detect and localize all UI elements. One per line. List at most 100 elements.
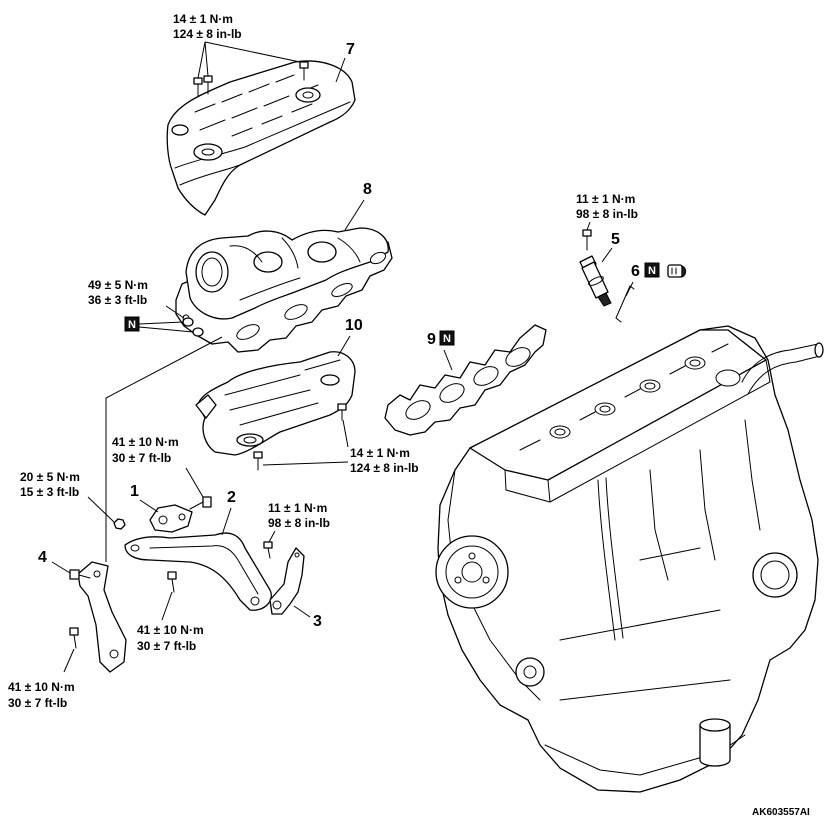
bolt-head	[253, 451, 263, 459]
torque-label-manifold-nuts: 49 ± 5 N·m 36 ± 3 ft-lb	[88, 278, 148, 307]
torque-metric: 41 ± 10 N·m	[137, 623, 204, 637]
idler-pulley	[515, 657, 545, 687]
lubricant-icon-nozzle	[681, 265, 687, 278]
callout-3: 3	[313, 613, 322, 630]
bracket-2-bolt	[167, 571, 177, 593]
heat-protector-boss	[295, 87, 321, 103]
torque-label-lower-protector: 14 ± 1 N·m 124 ± 8 in-lb	[350, 446, 419, 475]
bracket-hole	[109, 649, 119, 659]
leader-callout-5	[601, 247, 613, 263]
torque-metric: 14 ± 1 N·m	[350, 446, 410, 460]
new-part-mark-box	[644, 262, 660, 278]
torque-label-sensor: 11 ± 1 N·m 98 ± 8 in-lb	[576, 192, 638, 221]
new-part-mark-nuts: N	[124, 316, 140, 332]
bolt-head	[202, 496, 212, 508]
bracket-1	[149, 504, 193, 533]
torque-metric: 49 ± 5 N·m	[88, 278, 148, 292]
torque-label-bracket-2-bolt: 41 ± 10 N·m 30 ± 7 ft-lb	[137, 623, 204, 653]
callout-10: 10	[345, 317, 363, 334]
gasket-port	[505, 347, 531, 367]
bolt-head	[337, 403, 347, 411]
idler-pulley-hub	[523, 665, 537, 679]
callout-7: 7	[346, 41, 355, 58]
exhaust-manifold-8	[175, 227, 393, 353]
torque-imperial: 98 ± 8 in-lb	[576, 207, 638, 221]
leader-sensor-bolt	[586, 221, 591, 231]
torque-imperial: 30 ± 7 ft-lb	[8, 696, 67, 710]
callouts: 1 2 3 4 5 6 7 8 9 10	[38, 41, 640, 630]
reference-line	[105, 336, 223, 562]
bracket-fold	[149, 545, 259, 595]
heat-protector-boss-hole	[201, 148, 215, 156]
bracket-hole	[294, 552, 300, 558]
leader-bracket-1-bolt	[185, 467, 204, 498]
heat-protector-ribs	[224, 359, 341, 426]
gasket-port	[439, 383, 465, 403]
new-part-mark-box	[439, 330, 455, 346]
water-pipe	[741, 342, 824, 395]
torque-metric: 11 ± 1 N·m	[576, 192, 635, 206]
bracket-hole	[250, 596, 260, 606]
rear-seal-housing	[752, 552, 798, 598]
manifold-port	[236, 324, 260, 340]
bracket-hole	[178, 513, 186, 521]
torque-imperial: 124 ± 8 in-lb	[173, 27, 242, 41]
leader-lines	[51, 41, 634, 673]
leader-callout-1	[139, 499, 159, 513]
pulley-bolt-hole	[468, 552, 476, 560]
bracket-3-bolt	[263, 541, 273, 559]
lubricant-icon	[667, 264, 687, 278]
bracket-plate	[124, 532, 272, 611]
torque-metric: 41 ± 10 N·m	[8, 680, 75, 694]
new-part-mark-gasket: N	[439, 330, 455, 346]
plug-well-inner	[554, 428, 566, 436]
manifold-outlet-inner	[201, 257, 223, 287]
pipe-wall	[741, 343, 821, 395]
bolt-head	[69, 569, 80, 580]
nut	[182, 317, 194, 327]
new-part-mark-text: N	[128, 319, 136, 331]
oil-filter-body	[699, 724, 731, 767]
heat-protector-boss	[236, 433, 264, 447]
torque-label-lower-bracket-bolt: 41 ± 10 N·m 30 ± 7 ft-lb	[8, 680, 75, 710]
bolt-shaft	[73, 634, 77, 649]
block-ribs	[559, 419, 761, 701]
torque-imperial: 30 ± 7 ft-lb	[112, 451, 171, 465]
heat-protector-7	[166, 60, 356, 216]
pulley-bolt-hole	[454, 576, 462, 584]
callout-1: 1	[130, 483, 139, 500]
plug-well-inner	[599, 405, 611, 413]
torque-metric: 11 ± 1 N·m	[268, 501, 327, 515]
torque-imperial: 98 ± 8 in-lb	[268, 516, 330, 530]
bolt-shaft	[189, 501, 204, 510]
callout-4: 4	[38, 549, 47, 566]
heat-protector-boss	[320, 374, 340, 386]
callout-8: 8	[363, 181, 372, 198]
gasket-port	[473, 366, 499, 386]
bracket-4-bolt	[69, 569, 91, 580]
rear-seal	[760, 560, 790, 590]
bracket-2	[124, 532, 272, 611]
torque-label-top: 14 ± 1 N·m 124 ± 8 in-lb	[173, 12, 242, 41]
heat-protector-shell	[197, 351, 356, 456]
bolt-shaft	[267, 547, 271, 559]
sensor-5	[579, 229, 612, 307]
manifold-port	[284, 304, 308, 320]
bracket-plate	[269, 547, 305, 615]
leader-callout-10	[337, 335, 351, 357]
clip-wire	[615, 285, 635, 323]
bracket-hole	[93, 570, 101, 578]
bolt-head	[299, 61, 309, 69]
leader-top-bolts	[197, 41, 301, 79]
gasket-9	[384, 324, 547, 436]
manifold-port	[331, 283, 353, 297]
torque-metric: 20 ± 5 N·m	[20, 470, 80, 484]
torque-label-bracket-1-bolt: 41 ± 10 N·m 30 ± 7 ft-lb	[112, 435, 179, 465]
plug-well	[639, 379, 661, 393]
sensor-ring	[588, 276, 604, 286]
leader-callout-2	[221, 507, 232, 536]
heat-protector-10	[195, 351, 356, 456]
leader-callout-6	[625, 281, 634, 297]
bracket-nut	[113, 518, 126, 530]
manifold-ribs	[229, 237, 361, 301]
